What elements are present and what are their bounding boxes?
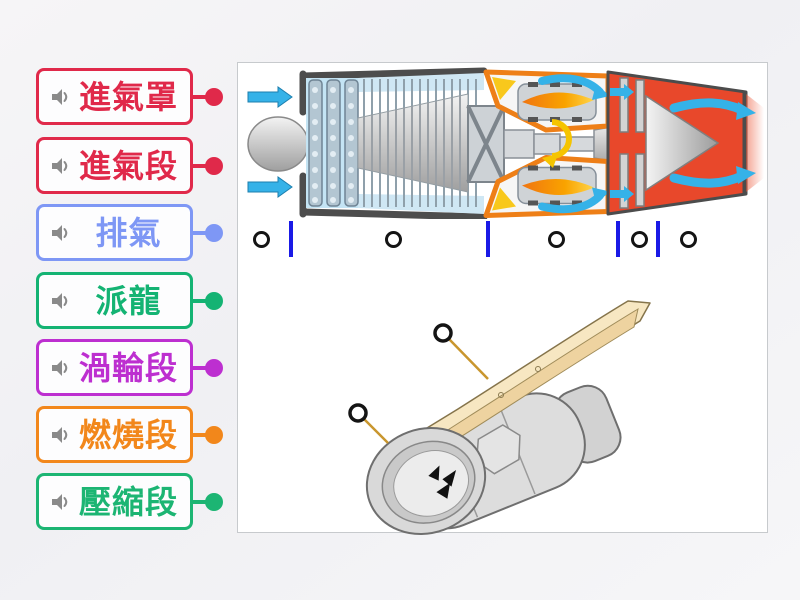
leader-line: [448, 338, 489, 380]
section-divider-line: [616, 221, 620, 257]
connector-stem: [190, 432, 206, 437]
connector-dot: [205, 492, 223, 511]
connector-stem: [190, 230, 206, 235]
connector-stem: [190, 365, 206, 370]
drop-target-circle[interactable]: [679, 230, 697, 248]
speaker-icon[interactable]: [47, 223, 73, 243]
connector-stem: [190, 94, 206, 99]
label-text: 燃燒段: [78, 416, 178, 453]
drop-target-circle[interactable]: [547, 230, 565, 248]
speaker-icon[interactable]: [47, 358, 73, 378]
nacelle-inlet: [365, 427, 487, 535]
drop-target-circle[interactable]: [630, 230, 648, 248]
label-text: 排氣: [95, 214, 162, 251]
spinner-cone: [247, 116, 309, 172]
drop-target-circle[interactable]: [252, 230, 270, 248]
connector-dot: [205, 425, 223, 444]
speaker-icon[interactable]: [47, 87, 73, 107]
label-text: 進氣段: [78, 147, 178, 184]
engine-nacelle-image: [348, 300, 651, 535]
connector-dot: [205, 156, 223, 175]
connector-stem: [190, 163, 206, 168]
drop-target-circle[interactable]: [348, 403, 368, 423]
label-chip-wolunduan[interactable]: 渦輪段: [36, 339, 223, 396]
speaker-icon[interactable]: [47, 291, 73, 311]
label-chip-paiqi[interactable]: 排氣: [36, 204, 223, 261]
label-chip-yasuoduan[interactable]: 壓縮段: [36, 473, 223, 530]
exhaust-section: [606, 70, 764, 216]
rotation-arrow: [542, 119, 572, 168]
connector-stem: [190, 298, 206, 303]
label-chip-jinqizhao[interactable]: 進氣罩: [36, 68, 223, 125]
engine-casing: [299, 67, 488, 219]
label-text: 進氣罩: [78, 78, 178, 115]
drop-target-circle[interactable]: [384, 230, 402, 248]
board-panel: [237, 62, 768, 535]
connector-dot: [205, 291, 223, 310]
label-text: 派龍: [95, 282, 162, 319]
label-text: 壓縮段: [78, 483, 178, 520]
section-divider-line: [656, 221, 660, 257]
compressor-section: [306, 73, 484, 214]
connector-dot: [205, 223, 223, 242]
speaker-icon[interactable]: [47, 425, 73, 445]
speaker-icon[interactable]: [47, 492, 73, 512]
section-divider-line: [289, 221, 293, 257]
intake-airflow-arrows: [247, 86, 293, 198]
leader-line: [363, 418, 389, 444]
jet-engine-cutaway-image: [247, 67, 764, 219]
connector-dot: [205, 358, 223, 377]
label-text: 渦輪段: [78, 349, 178, 386]
speaker-icon[interactable]: [47, 156, 73, 176]
drop-target-circle[interactable]: [433, 323, 453, 343]
label-chip-jinqiduan[interactable]: 進氣段: [36, 137, 223, 194]
label-chip-ranshaoduan[interactable]: 燃燒段: [36, 406, 223, 463]
section-divider-line: [486, 221, 490, 257]
label-chip-pailong[interactable]: 派龍: [36, 272, 223, 329]
connector-stem: [190, 499, 206, 504]
connector-dot: [205, 87, 223, 106]
